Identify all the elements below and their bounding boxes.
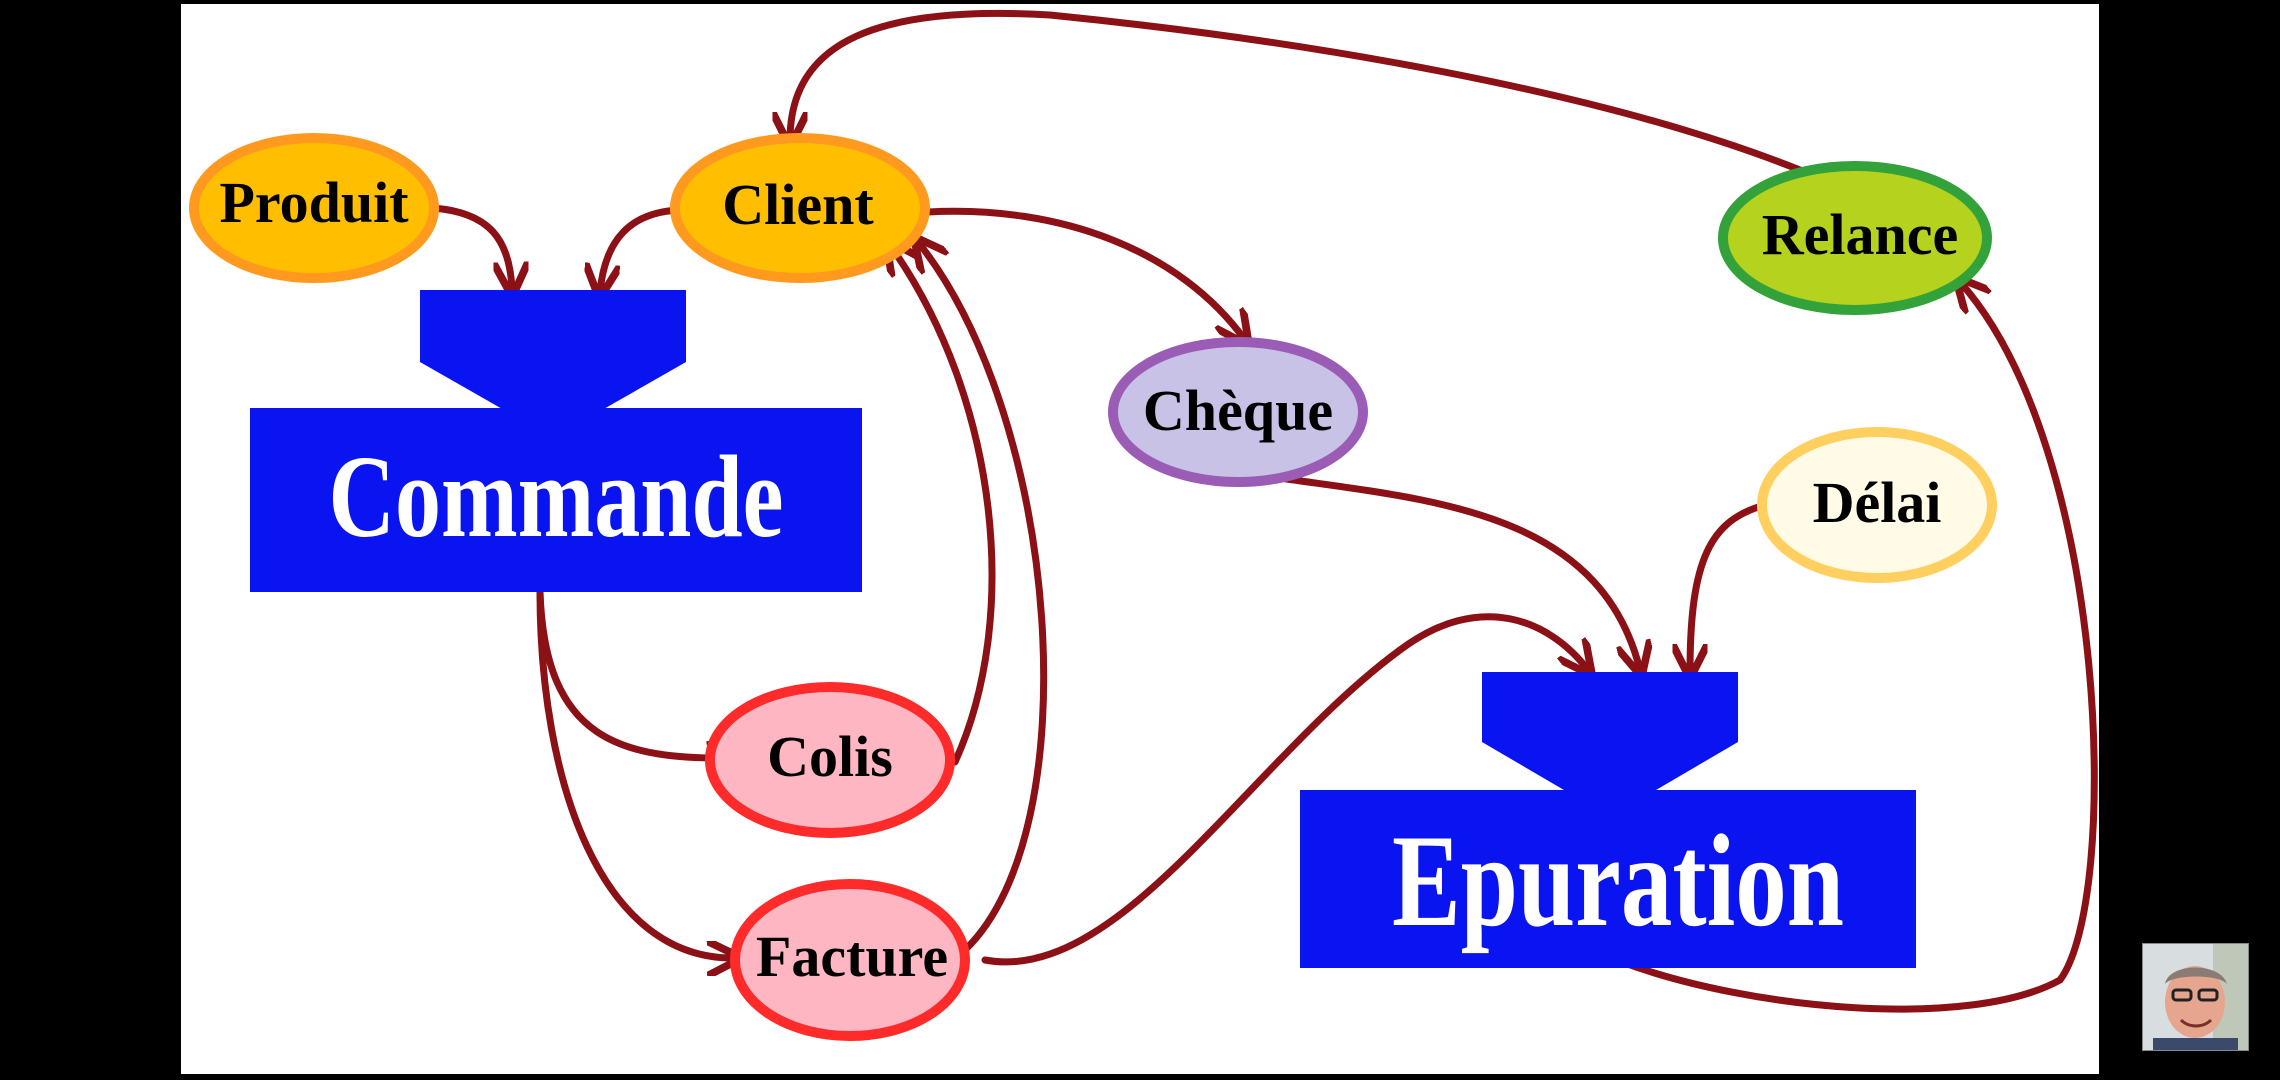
arrow-client-commande [600, 206, 684, 292]
epuration-box [1300, 790, 1916, 968]
node-cheque: Chèque [1108, 337, 1368, 487]
arrow-relance-client [790, 9, 1804, 174]
arrow-facture-epuration [981, 613, 1588, 966]
arrow-commande-colis [536, 588, 735, 758]
relance-label: Relance [1762, 202, 1959, 267]
node-client: Client [670, 133, 930, 283]
process-commande: Commande [250, 290, 862, 592]
cheque-label: Chèque [1143, 378, 1333, 443]
colis-label: Colis [767, 724, 893, 789]
node-facture: Facture [730, 879, 970, 1041]
facture-label: Facture [756, 924, 948, 989]
produit-label: Produit [219, 170, 409, 235]
arrow-produit-commande [428, 204, 512, 290]
presenter-webcam-thumbnail [2142, 943, 2249, 1051]
commande-label: Commande [329, 431, 784, 561]
client-label: Client [722, 172, 874, 237]
commande-funnel [420, 290, 686, 410]
arrow-client-cheque [924, 207, 1245, 340]
commande-box [250, 408, 862, 592]
arrow-epuration-relance [1618, 282, 2098, 1013]
node-produit: Produit [189, 133, 439, 283]
arrow-commande-facture [536, 588, 735, 958]
arrow-facture-client [918, 242, 1048, 954]
process-epuration: Epuration [1300, 672, 1916, 968]
epuration-label: Epuration [1392, 808, 1844, 954]
arrow-delai-epuration [1690, 501, 1769, 672]
arrow-colis-client [890, 245, 996, 766]
node-colis: Colis [705, 682, 955, 838]
epuration-funnel [1482, 672, 1738, 790]
arrow-cheque-epuration [1276, 474, 1640, 670]
delai-label: Délai [1813, 470, 1942, 535]
node-delai: Délai [1757, 427, 1997, 583]
node-relance: Relance [1718, 161, 1992, 315]
